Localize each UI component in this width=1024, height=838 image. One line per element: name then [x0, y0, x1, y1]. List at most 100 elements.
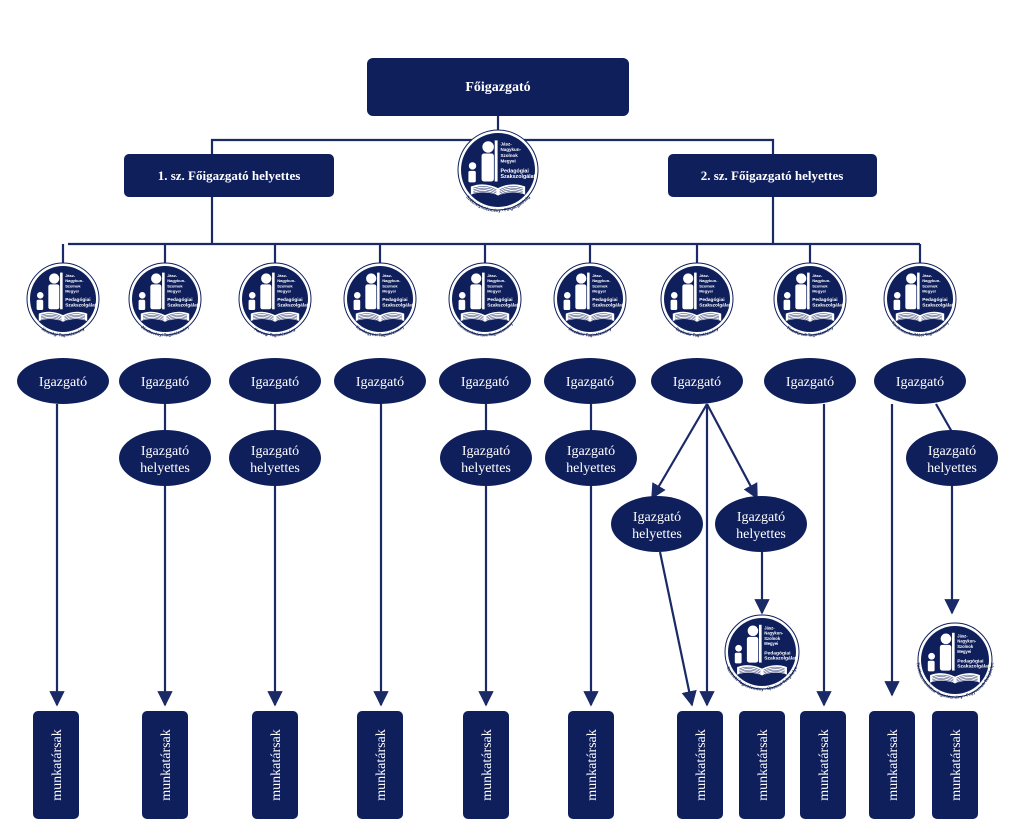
deputy-ellipse-7a-label: helyettes [632, 527, 682, 542]
logo-text-line: Nagykun- [922, 278, 941, 283]
logo-text-line: Pedagógiai [277, 297, 302, 303]
staff-box-8: munkatársak [800, 711, 846, 819]
logo-text-line: Nagykun- [382, 278, 401, 283]
unit-logo-2: Jász-Nagykun-SzolnokMegyeiPedagógiaiSzak… [128, 262, 202, 337]
deputy-ellipse-2-label: helyettes [140, 461, 190, 476]
logo-text-line: Megyei [167, 288, 181, 293]
deputy-ellipse-5-label: helyettes [461, 461, 511, 476]
logo-text-line: Szakszolgálat [592, 302, 624, 308]
parent-child-icon [458, 272, 485, 310]
parent-child-icon [670, 272, 697, 310]
logo-text-line: Nagykun- [699, 278, 718, 283]
deputy-ellipse-5: Igazgató helyettes [440, 430, 532, 486]
logo-text-line: Megyei [500, 159, 515, 164]
unit-logo-5: Jász-Nagykun-SzolnokMegyeiPedagógiaiSzak… [448, 262, 522, 337]
deputy-ellipse-7b-label: Igazgató [737, 510, 785, 525]
staff-box-7: munkatársak [677, 711, 723, 819]
book-icon [38, 311, 88, 322]
logos: Jász-Nagykun-SzolnokMegyeiPedagógiaiSzak… [26, 129, 995, 700]
logo-text-line: Jász- [764, 625, 775, 630]
unit-logo-6: Jász-Nagykun-SzolnokMegyeiPedagógiaiSzak… [553, 262, 627, 337]
logo-text-line: Jász- [65, 273, 76, 278]
logo-text-line: Szakszolgálat [764, 656, 797, 662]
unit-drop-lines [61, 244, 922, 264]
director-ellipse-2: Igazgató [119, 358, 211, 404]
chief-director-label: Főigazgató [465, 80, 530, 95]
logo-text-line: Szolnok [957, 644, 974, 649]
deputy-ellipse-9-label: Igazgató [928, 444, 976, 459]
staff-box-2: munkatársak [142, 711, 188, 819]
chief-director-box: Főigazgató [367, 58, 629, 116]
deputy-box-1: 1. sz. Főigazgató helyettes [124, 154, 334, 197]
staff-box-8-label: munkatársak [817, 729, 832, 801]
logo-text-line: Megyei [592, 288, 606, 293]
director-ellipse-4-label: Igazgató [356, 375, 404, 390]
logo-text-line: Jász- [167, 273, 178, 278]
director-ellipse-9: Igazgató [874, 358, 966, 404]
director-ellipse-9-label: Igazgató [896, 375, 944, 390]
logo-text-line: Szolnok [277, 283, 293, 288]
staff-box-7-site: munkatársak [739, 711, 785, 819]
unit-logo-7: Jász-Nagykun-SzolnokMegyeiPedagógiaiSzak… [660, 262, 734, 337]
deputy-label-2: 2. sz. Főigazgató helyettes [701, 168, 844, 183]
parent-child-icon [927, 632, 955, 672]
staff-box-6: munkatársak [568, 711, 614, 819]
staff-box-2-label: munkatársak [159, 729, 174, 801]
logo-text-line: Jász- [699, 273, 710, 278]
staff-box-4: munkatársak [357, 711, 403, 819]
deputy-box-2: 2. sz. Főigazgató helyettes [668, 154, 877, 197]
deputy-ellipse-7a-label: Igazgató [633, 510, 681, 525]
logo-text-line: Megyei [382, 288, 396, 293]
deputy-ellipse-3-label: Igazgató [251, 444, 299, 459]
parent-child-icon [468, 140, 498, 183]
logo-text-line: Nagykun- [487, 278, 506, 283]
logo-text-line: Jász- [382, 273, 393, 278]
director-ellipse-8: Igazgató [764, 358, 856, 404]
staff-box-1-label: munkatársak [50, 729, 65, 801]
logo-text-line: Megyei [957, 649, 971, 654]
deputy-ellipse-7b-label: helyettes [736, 527, 786, 542]
logo-text-line: Szakszolgálat [922, 302, 954, 308]
logo-text-line: Nagykun- [957, 639, 976, 644]
logo-text-line: Szolnok [500, 153, 518, 158]
logo-text-line: Szakszolgálat [699, 302, 731, 308]
logo-text-line: Jász- [277, 273, 288, 278]
logo-text-line: Szolnok [382, 283, 398, 288]
site-logo-fegyvernek: Jász-Nagykun-SzolnokMegyeiPedagógiaiSzak… [916, 622, 995, 700]
director-ellipse-2-label: Igazgató [141, 375, 189, 390]
parent-child-icon [353, 272, 380, 310]
director-ellipse-7: Igazgató [651, 358, 743, 404]
deputy-ellipse-6-label: Igazgató [567, 444, 615, 459]
unit-logo-9: Jász-Nagykun-SzolnokMegyeiPedagógiaiSzak… [883, 262, 957, 337]
book-icon [140, 311, 190, 322]
logo-text-line: Jász- [812, 273, 823, 278]
parent-child-icon [138, 272, 165, 310]
director-ellipse-1-label: Igazgató [39, 375, 87, 390]
logo-text-line: Megyei [922, 288, 936, 293]
book-icon [250, 311, 300, 322]
deputy-ellipse-5-label: Igazgató [462, 444, 510, 459]
central-logo: Jász-Nagykun-SzolnokMegyeiPedagógiaiSzak… [457, 129, 539, 213]
logo-text-line: Szolnok [167, 283, 183, 288]
logo-text-line: Pedagógiai [167, 297, 192, 303]
staff-box-7-site-label: munkatársak [756, 729, 771, 801]
logo-text-line: Nagykun- [65, 278, 84, 283]
director-ellipse-4: Igazgató [334, 358, 426, 404]
director-ellipse-7-label: Igazgató [673, 375, 721, 390]
parent-child-icon [783, 272, 810, 310]
parent-child-icon [563, 272, 590, 310]
logo-text-line: Pedagógiai [487, 297, 512, 303]
book-icon [895, 311, 945, 322]
logo-text-line: Megyei [812, 288, 826, 293]
logo-text-line: Pedagógiai [812, 297, 837, 303]
logo-text-line: Pedagógiai [592, 297, 617, 303]
staff-box-9: munkatársak [869, 711, 915, 819]
logo-text-line: Szakszolgálat [500, 174, 535, 180]
logo-text-line: Szolnok [764, 636, 781, 641]
